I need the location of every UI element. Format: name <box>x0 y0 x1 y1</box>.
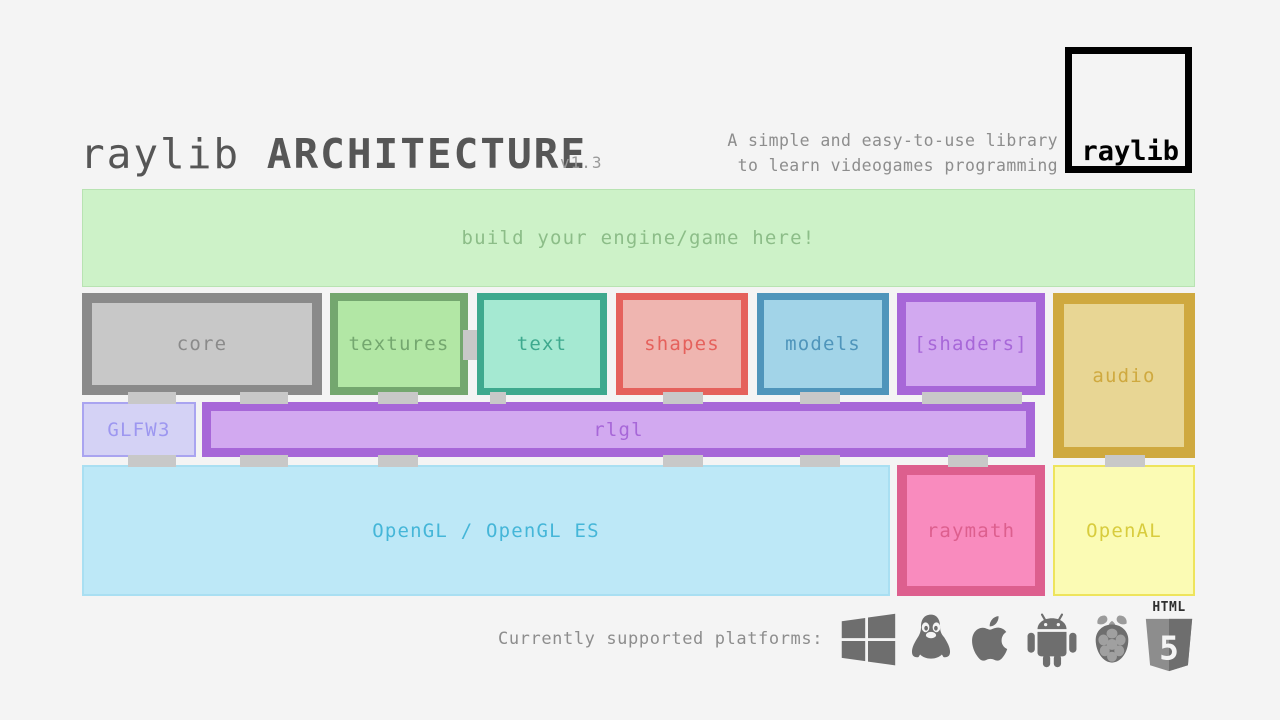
connector-tab <box>922 392 1022 404</box>
title-architecture: ARCHITECTURE <box>266 130 588 178</box>
html5-shield: 5 <box>1143 617 1195 673</box>
layer-glfw3-label: GLFW3 <box>107 418 171 441</box>
layer-rlgl-label: rlgl <box>593 418 644 441</box>
module-text[interactable]: text <box>477 293 607 395</box>
android-icon <box>1021 608 1083 671</box>
connector-tab <box>128 392 176 404</box>
tagline-line-1: A simple and easy-to-use library <box>727 131 1058 150</box>
html5-icon: HTML 5 <box>1140 600 1198 673</box>
module-audio-label: audio <box>1092 364 1156 387</box>
module-shapes-label: shapes <box>644 333 720 355</box>
connector-tab <box>948 455 988 467</box>
layer-glfw3[interactable]: GLFW3 <box>82 402 196 457</box>
layer-rlgl[interactable]: rlgl <box>202 402 1035 457</box>
apple-icon <box>959 607 1021 671</box>
title-raylib: raylib <box>80 130 267 178</box>
connector-tab <box>663 455 703 467</box>
module-shaders-label: [shaders] <box>914 333 1028 355</box>
layer-raymath-label: raymath <box>926 519 1016 542</box>
module-models[interactable]: models <box>757 293 889 395</box>
build-your-engine-banner: build your engine/game here! <box>82 189 1195 287</box>
platforms-label: Currently supported platforms: <box>498 629 824 649</box>
connector-tab <box>463 330 477 360</box>
tagline-line-2: to learn videogames programming <box>737 156 1058 175</box>
module-core-label: core <box>176 333 228 355</box>
svg-text:5: 5 <box>1159 629 1179 667</box>
layer-openal-label: OpenAL <box>1086 519 1162 542</box>
module-text-label: text <box>516 333 568 355</box>
connector-tab <box>1105 455 1145 467</box>
connector-tab <box>663 392 703 404</box>
module-shaders[interactable]: [shaders] <box>897 293 1045 395</box>
module-core[interactable]: core <box>82 293 322 395</box>
html5-wordmark: HTML <box>1152 600 1186 615</box>
connector-tab <box>128 455 176 467</box>
connector-tab <box>800 392 840 404</box>
version-label: v1.3 <box>560 153 603 172</box>
connector-tab <box>490 392 506 404</box>
module-audio[interactable]: audio <box>1053 293 1195 458</box>
banner-label: build your engine/game here! <box>461 227 816 249</box>
module-textures[interactable]: textures <box>330 293 468 395</box>
connector-tab <box>378 392 418 404</box>
logo-text: raylib <box>1081 136 1179 167</box>
connector-tab <box>240 392 288 404</box>
module-textures-label: textures <box>348 333 450 355</box>
windows-icon <box>837 609 899 671</box>
tagline: A simple and easy-to-use library to lear… <box>718 128 1058 178</box>
linux-tux-icon <box>900 608 962 672</box>
layer-opengl-opengl-es-label: OpenGL / OpenGL ES <box>372 519 600 542</box>
layer-raymath[interactable]: raymath <box>897 465 1045 596</box>
module-shapes[interactable]: shapes <box>616 293 748 395</box>
layer-openal[interactable]: OpenAL <box>1053 465 1195 596</box>
raspberry-pi-icon <box>1081 607 1143 671</box>
layer-opengl-opengl-es[interactable]: OpenGL / OpenGL ES <box>82 465 890 596</box>
connector-tab <box>240 455 288 467</box>
module-models-label: models <box>785 333 861 355</box>
connector-tab <box>378 455 418 467</box>
raylib-logo: raylib <box>1065 47 1192 173</box>
page-title: raylib ARCHITECTURE <box>80 130 587 178</box>
connector-tab <box>800 455 840 467</box>
